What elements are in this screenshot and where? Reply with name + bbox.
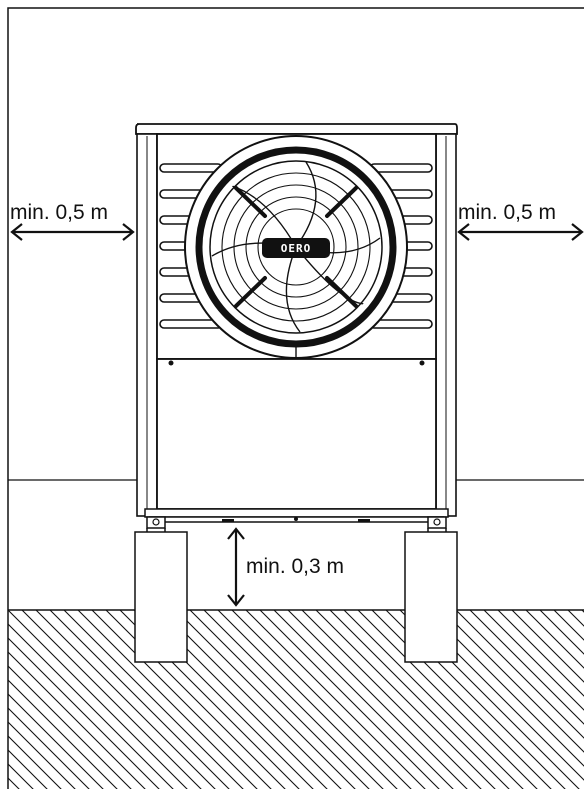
clearance-arrow-left <box>10 223 135 241</box>
support-block-right <box>404 531 458 663</box>
clearance-arrow-bottom <box>227 527 245 607</box>
clearance-label-right: min. 0,5 m <box>458 201 556 224</box>
frame-border <box>7 7 584 789</box>
brand-text: OERO <box>281 242 312 255</box>
ground-hatch <box>8 609 584 789</box>
clearance-label-left: min. 0,5 m <box>10 201 108 224</box>
support-block-left <box>134 531 188 663</box>
clearance-arrow-right <box>457 223 584 241</box>
brand-badge: OERO <box>262 238 330 258</box>
clearance-label-bottom: min. 0,3 m <box>246 555 344 578</box>
